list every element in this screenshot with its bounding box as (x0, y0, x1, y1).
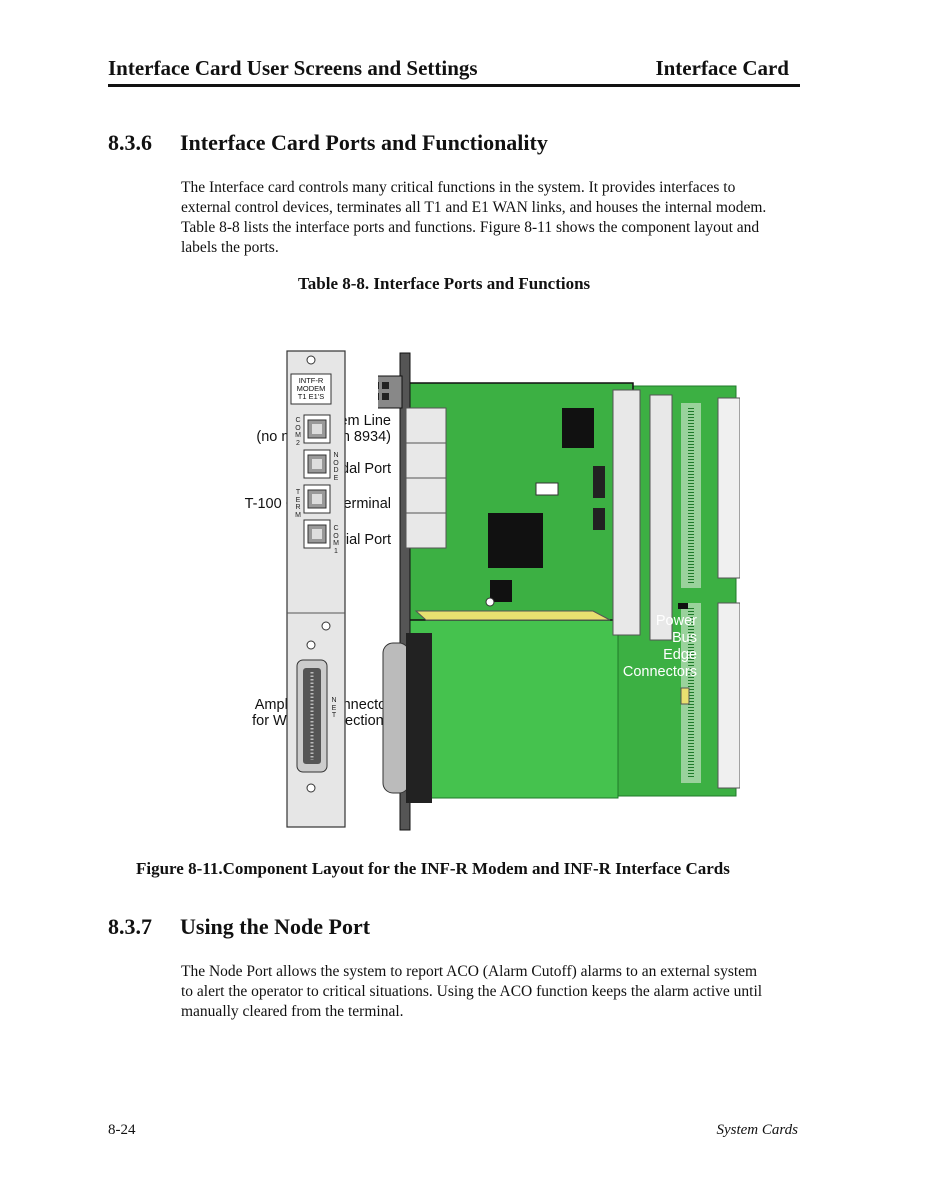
vertical-label-term: TERM (295, 489, 301, 519)
chip-icon (593, 508, 605, 530)
paragraph-line: external control devices, terminates all… (181, 199, 767, 216)
paragraph-line: The Node Port allows the system to repor… (181, 963, 758, 980)
edge-connector (612, 389, 641, 636)
mounting-hole (485, 597, 495, 607)
label-line: Connectors (622, 664, 697, 680)
panel-label-line: INTF-R (298, 376, 324, 385)
paragraph-line: manually cleared from the terminal. (181, 1003, 404, 1020)
rj45-port (303, 519, 331, 549)
vertical-label-com2: COM2 (295, 417, 301, 447)
paragraph-line: to alert the operator to critical situat… (181, 983, 763, 1000)
small-component (680, 687, 690, 705)
label-line: Power (655, 613, 697, 629)
faceplate-drawing (286, 350, 346, 828)
paragraph-line: The Interface card controls many critica… (181, 179, 736, 196)
chip-icon (593, 466, 605, 498)
section-title: Interface Card Ports and Functionality (180, 130, 548, 155)
component-layout-figure: Modem Line (no modem on 8934) Nodal Port… (110, 345, 810, 835)
white-component (535, 482, 559, 496)
chip-icon (562, 408, 594, 448)
running-header-left: Interface Card User Screens and Settings (108, 56, 478, 80)
lower-board (407, 617, 619, 799)
screw-icon (306, 640, 316, 650)
section-837-paragraph: The Node Port allows the system to repor… (181, 962, 762, 1022)
label-line: Bus (672, 630, 697, 646)
amphenol-header (406, 633, 432, 803)
label-line: Edge (663, 647, 697, 663)
footer-section-name: System Cards (716, 1122, 798, 1138)
header-rule (108, 84, 800, 87)
vertical-label-net: NET (331, 697, 337, 719)
paragraph-line: Table 8-8 lists the interface ports and … (181, 219, 760, 236)
paragraph-line: labels the ports. (181, 239, 279, 256)
panel-label-text: INTF-R MODEM T1 E1'S (291, 377, 331, 401)
label-power-bus-edge-connectors: Power Bus Edge Connectors (623, 613, 697, 681)
section-heading-836: 8.3.6 Interface Card Ports and Functional… (108, 130, 548, 156)
panel-label-box (290, 373, 332, 405)
section-heading-837: 8.3.7 Using the Node Port (108, 914, 370, 940)
screw-icon (306, 783, 316, 793)
panel-label-line: T1 E1'S (297, 392, 325, 401)
screw-icon (306, 355, 316, 365)
table-caption: Table 8-8. Interface Ports and Functions (298, 274, 591, 293)
card-bracket (399, 352, 411, 831)
chip-icon (490, 580, 512, 602)
small-component (678, 603, 688, 609)
stiffener-bar (414, 610, 611, 621)
section-title: Using the Node Port (180, 914, 371, 939)
section-836-paragraph: The Interface card controls many critica… (181, 178, 766, 258)
section-number: 8.3.7 (108, 914, 152, 939)
power-bus-edge-connector (717, 397, 740, 579)
rj45-port (303, 484, 331, 514)
vertical-label-com1: COM1 (333, 525, 339, 555)
section-number: 8.3.6 (108, 130, 152, 155)
circuit-board-drawing (378, 352, 740, 831)
rj45-port (303, 449, 331, 479)
card-latch (378, 375, 403, 409)
panel-label-line: MODEM (296, 384, 326, 393)
rj45-port (303, 414, 331, 444)
processor-chip (488, 513, 543, 568)
power-bus-edge-connector (717, 602, 740, 789)
screw-icon (321, 621, 331, 631)
amphenol-plug (382, 642, 410, 794)
figure-caption: Figure 8-11.Component Layout for the INF… (136, 859, 730, 878)
running-header-right: Interface Card (655, 56, 789, 80)
vertical-label-node: NODE (333, 452, 339, 482)
edge-connector (649, 394, 673, 641)
page-number: 8-24 (108, 1122, 136, 1138)
